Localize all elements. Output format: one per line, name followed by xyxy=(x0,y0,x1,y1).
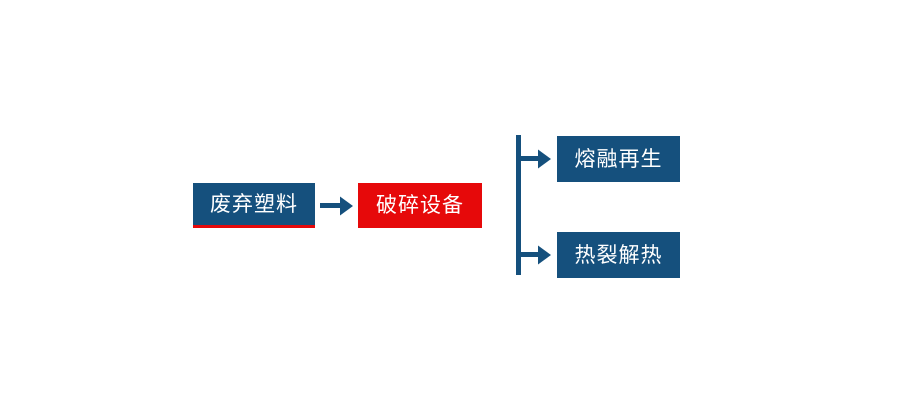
node-waste-plastic-label: 废弃塑料 xyxy=(210,191,298,216)
node-pyrolysis-heat[interactable]: 热裂解热 xyxy=(557,232,680,278)
node-crushing-equipment[interactable]: 破碎设备 xyxy=(358,183,482,228)
node-pyrolysis-heat-label: 热裂解热 xyxy=(574,242,663,267)
node-waste-plastic[interactable]: 废弃塑料 xyxy=(193,183,315,228)
node-melt-regeneration[interactable]: 熔融再生 xyxy=(557,136,680,182)
arrow-source-to-process xyxy=(318,192,358,220)
node-melt-regeneration-label: 熔融再生 xyxy=(574,146,663,171)
split-branch-connector xyxy=(508,128,560,283)
node-crushing-equipment-label: 破碎设备 xyxy=(376,193,464,217)
